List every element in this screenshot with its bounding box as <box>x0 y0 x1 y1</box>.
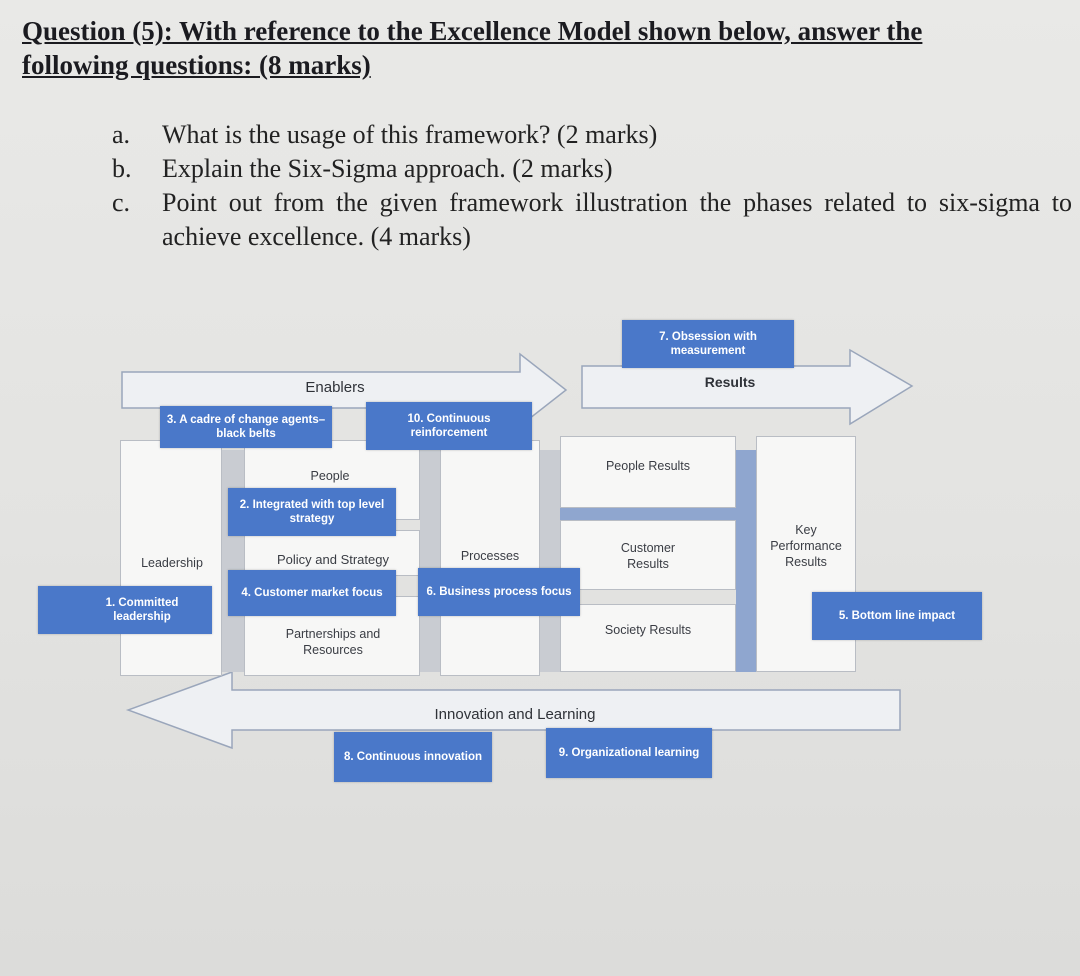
item-marker: c. <box>112 188 131 217</box>
society-results-label: Society Results <box>604 623 692 637</box>
results-label: Results <box>704 374 756 390</box>
enablers-label: Enablers <box>305 379 365 396</box>
phase-7-measurement: 7. Obsession with measurement <box>622 320 794 368</box>
connector <box>222 450 244 672</box>
item-marker: b. <box>112 154 132 183</box>
leadership-label: Leadership <box>141 556 203 570</box>
question-title-line-1: Question (5): With reference to the Exce… <box>22 16 923 46</box>
connector <box>560 508 736 520</box>
results-arrow <box>581 348 914 426</box>
phase-2-integrated-strategy: 2. Integrated with top level strategy <box>228 488 396 536</box>
phase-8-continuous-innovation: 8. Continuous innovation <box>334 732 492 782</box>
item-text: What is the usage of this framework? (2 … <box>162 120 658 149</box>
question-title: Question (5): With reference to the Exce… <box>22 14 1072 82</box>
people-results-label: People Results <box>605 459 691 473</box>
item-text: Explain the Six-Sigma approach. (2 marks… <box>162 154 613 183</box>
policy-strategy-label: Policy and Strategy <box>276 552 389 567</box>
society-results-box <box>560 604 736 672</box>
excellence-model-diagram: Enablers Results Innovation and Learning… <box>0 300 1080 820</box>
key-performance-label: Key Performance Results <box>770 523 842 569</box>
phase-1-committed-leadership: 1. Committed leadership <box>38 586 212 634</box>
connector <box>736 450 756 672</box>
item-text: Point out from the given framework illus… <box>162 188 1072 251</box>
phase-9-organizational-learning: 9. Organizational learning <box>546 728 712 778</box>
people-label: People <box>310 469 350 483</box>
phase-3-change-agents: 3. A cadre of change agents–black belts <box>160 406 332 448</box>
processes-box <box>440 440 540 676</box>
question-item-c: c. Point out from the given framework il… <box>112 186 1072 254</box>
connector <box>540 450 560 672</box>
people-results-box <box>560 436 736 508</box>
customer-results-box <box>560 520 736 590</box>
customer-results-label: Customer Results <box>620 541 676 571</box>
phase-5-bottom-line: 5. Bottom line impact <box>812 592 982 640</box>
processes-label: Processes <box>460 549 520 563</box>
policy-strategy-box <box>244 530 420 576</box>
question-list: a. What is the usage of this framework? … <box>112 118 1072 254</box>
question-item-b: b. Explain the Six-Sigma approach. (2 ma… <box>112 152 1072 186</box>
question-title-line-2: following questions: (8 marks) <box>22 50 371 80</box>
partnerships-label: Partnerships and Resources <box>285 627 381 657</box>
item-marker: a. <box>112 120 131 149</box>
question-item-a: a. What is the usage of this framework? … <box>112 118 1072 152</box>
phase-6-business-process: 6. Business process focus <box>418 568 580 616</box>
phase-4-customer-focus: 4. Customer market focus <box>228 570 396 616</box>
phase-10-continuous-reinforcement: 10. Continuous reinforcement <box>366 402 532 450</box>
connector <box>420 450 440 672</box>
innovation-label: Innovation and Learning <box>434 706 596 723</box>
